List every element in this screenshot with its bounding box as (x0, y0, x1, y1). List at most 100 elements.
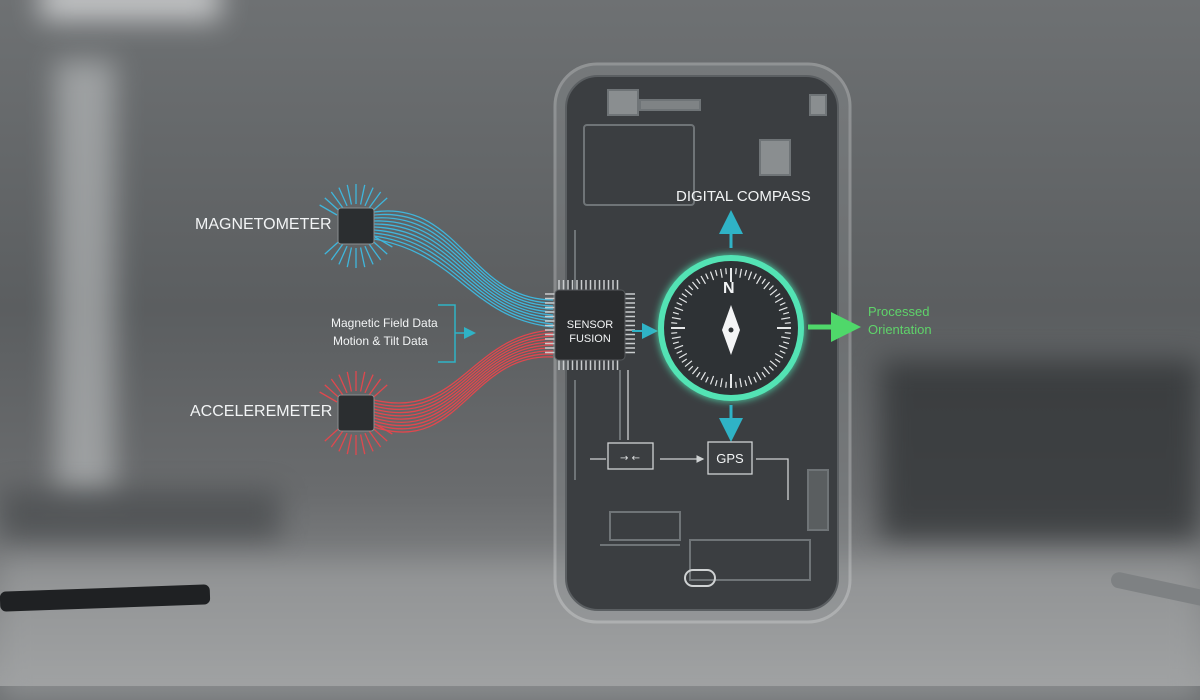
accelerometer-field-line (319, 391, 338, 403)
accelerometer-field-line (364, 374, 374, 394)
compass-tick (774, 297, 784, 304)
sensor-fusion-line1: SENSOR (566, 319, 614, 331)
compass-tick (735, 381, 737, 388)
magnetometer-field-line (359, 247, 366, 268)
compass-tick (779, 302, 786, 306)
compass-north-label: N (723, 280, 735, 297)
accelerometer-field-line (324, 384, 341, 399)
compass-tick (678, 352, 688, 359)
magnetic-field-data-label: Magnetic Field Data (331, 316, 438, 330)
sensor-fusion-line2: FUSION (569, 333, 611, 345)
circuit-board-traces (574, 89, 829, 587)
compass-tick (747, 271, 753, 281)
compass-tick (781, 336, 791, 340)
magnetometer-chip (337, 207, 375, 245)
accelerometer-field-line (330, 430, 344, 448)
magnetometer-wire (373, 226, 554, 316)
compass-tick (671, 322, 678, 324)
accelerometer-wire (373, 341, 554, 417)
accelerometer-field-line (359, 434, 366, 455)
magnetometer-field-line (359, 184, 366, 205)
compass-tick (784, 322, 791, 324)
accelerometer-field-line (368, 430, 382, 448)
compass-tick (691, 281, 699, 290)
compass-tick (678, 297, 688, 304)
compass-tick (672, 341, 679, 345)
background-lamp (55, 60, 115, 500)
sensor-wires (319, 184, 554, 455)
compass-tick (761, 371, 766, 378)
compass-tick (684, 360, 693, 368)
compass-tick (684, 288, 693, 296)
accelerometer-wire (373, 335, 554, 411)
background-base (0, 490, 280, 540)
accelerometer-wire (373, 332, 554, 407)
compass-tick (700, 371, 707, 381)
compass-tick (735, 268, 737, 275)
compass-tick (709, 375, 715, 385)
magnetometer-wire (373, 223, 554, 313)
compass-tick (739, 378, 743, 388)
compass-tick (671, 332, 678, 334)
compass-tick (705, 376, 709, 383)
accelerometer-field-line (330, 378, 344, 396)
accelerometer-field-line (346, 434, 353, 455)
compass-tick (714, 269, 718, 276)
accelerometer-field-line (359, 371, 366, 392)
sensor-fusion-chip (545, 280, 635, 370)
accelerometer-wire (373, 353, 554, 430)
magnetometer-field-line (338, 187, 348, 207)
compass-tick (755, 275, 762, 285)
background-tools (880, 360, 1200, 540)
compass-tick (783, 341, 790, 345)
accelerometer-wire (373, 329, 554, 404)
accelerometer-wire (373, 347, 554, 424)
accelerometer-wire (373, 356, 554, 433)
magnetometer-wire (373, 217, 554, 307)
sensor-fusion-label: SENSOR FUSION (555, 318, 625, 346)
compass-tick (753, 273, 757, 280)
magnetometer-wire (373, 235, 554, 325)
compass-tick (725, 268, 727, 275)
magnetometer-field-line (368, 191, 382, 209)
magnetometer-field-line (319, 204, 338, 216)
compass-dial (658, 255, 804, 401)
magnetometer-wire (373, 210, 554, 301)
compass-tick (719, 268, 723, 278)
compass-tick (709, 271, 715, 281)
magnetometer-field-line (374, 236, 393, 248)
compass-tick (696, 371, 701, 378)
magnetometer-field-line (364, 187, 374, 207)
compass-tick (755, 371, 762, 381)
magnetometer-field-line (324, 240, 341, 255)
gps-box (707, 441, 753, 475)
accelerometer-field-line (371, 384, 388, 399)
processed-line2: Orientation (868, 322, 932, 337)
compass-tick (696, 278, 701, 285)
compass-tick (714, 380, 718, 387)
compass-tick (774, 352, 784, 359)
digital-compass-label: DIGITAL COMPASS (676, 188, 811, 205)
accelerometer-field-line (368, 378, 382, 396)
compass-tick (700, 275, 707, 285)
data-bracket (438, 304, 470, 363)
compass-tick (761, 278, 766, 285)
accelerometer-field-line (338, 432, 348, 452)
accelerometer-field-line (338, 374, 348, 394)
accelerometer-wire (373, 350, 554, 427)
magnetometer-field-line (324, 197, 341, 212)
compass-tick (763, 366, 771, 375)
magnetometer-field-line (330, 191, 344, 209)
magnetometer-field-line (371, 197, 388, 212)
compass-tick (769, 360, 778, 368)
accelerometer-field-line (346, 371, 353, 392)
compass-tick (778, 344, 788, 350)
accelerometer-wire (373, 344, 554, 420)
compass-tick (783, 311, 790, 315)
compass-tick (688, 365, 694, 371)
motion-tilt-data-label: Motion & Tilt Data (333, 334, 428, 348)
compass-tick (768, 285, 774, 291)
accelerometer-label: ACCELEREMETER (190, 403, 333, 420)
compass-tick (753, 376, 757, 383)
